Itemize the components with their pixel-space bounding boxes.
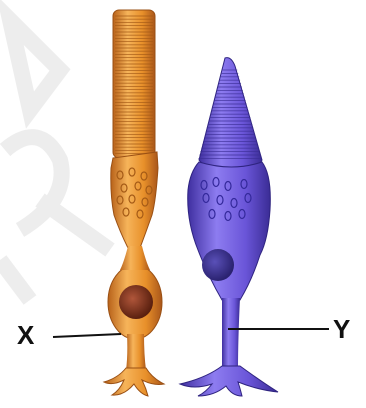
rod-axon (126, 334, 146, 370)
cone-axon (222, 298, 240, 368)
pointer-line-x (53, 334, 121, 337)
label-x: X (17, 322, 34, 348)
rod-neck (120, 246, 150, 270)
cone-disc-stripes (198, 70, 261, 158)
rod-nucleus (119, 285, 153, 319)
watermark (0, 20, 110, 300)
cone-cell (180, 58, 278, 396)
cone-nucleus (202, 249, 234, 281)
cone-inner-segment (188, 162, 271, 300)
cone-synaptic-pedicle (180, 366, 278, 396)
label-y: Y (333, 316, 350, 342)
rod-cell (104, 10, 164, 396)
rod-synaptic-terminal (104, 368, 164, 396)
